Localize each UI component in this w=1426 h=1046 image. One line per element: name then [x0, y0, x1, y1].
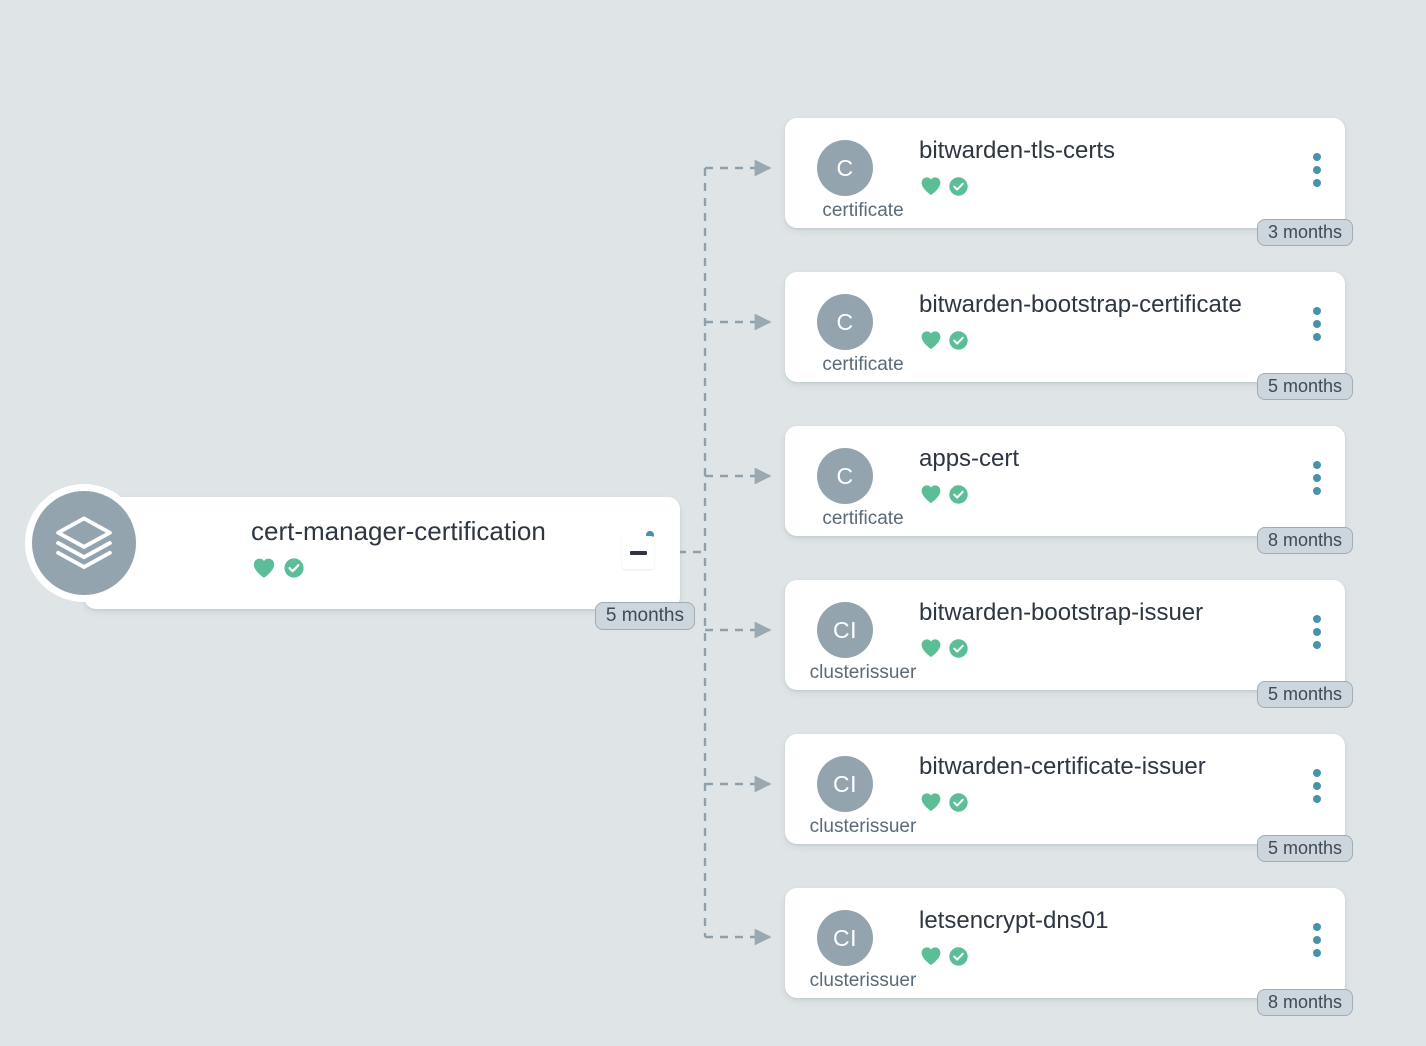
heart-icon	[251, 555, 277, 581]
check-circle-icon	[947, 483, 970, 506]
heart-icon	[919, 174, 943, 198]
node-title: letsencrypt-dns01	[919, 907, 1109, 934]
age-badge: 5 months	[1256, 373, 1353, 400]
kebab-menu-icon[interactable]	[1313, 307, 1321, 341]
status-row	[919, 174, 970, 198]
node-kind-label: certificate	[822, 354, 904, 375]
kebab-menu-icon[interactable]	[1313, 461, 1321, 495]
node-card-letsencrypt-dns01[interactable]: CI clusterissuer letsencrypt-dns01	[785, 888, 1353, 1016]
node-card-apps-cert[interactable]: C certificate apps-cert 8	[785, 426, 1353, 554]
age-badge: 8 months	[1256, 989, 1353, 1016]
node-card-bitwarden-bootstrap-issuer[interactable]: CI clusterissuer bitwarden-bootstrap-iss…	[785, 580, 1353, 708]
root-age-badge: 5 months	[594, 602, 695, 630]
collapse-toggle-button[interactable]	[622, 536, 654, 569]
node-kind-label: certificate	[822, 508, 904, 529]
node-kind-label: clusterissuer	[809, 970, 917, 991]
status-row	[919, 944, 970, 968]
node-kind-label: certificate	[822, 200, 904, 221]
avatar: C	[817, 448, 873, 504]
root-status-row	[251, 555, 306, 581]
heart-icon	[919, 482, 943, 506]
node-kind-label: clusterissuer	[809, 662, 917, 683]
kebab-menu-icon[interactable]	[1313, 615, 1321, 649]
node-kind-label: clusterissuer	[809, 816, 917, 837]
node-card-bitwarden-certificate-issuer[interactable]: CI clusterissuer bitwarden-certificate-i…	[785, 734, 1353, 862]
node-title: bitwarden-certificate-issuer	[919, 753, 1206, 780]
heart-icon	[919, 328, 943, 352]
avatar: CI	[817, 910, 873, 966]
check-circle-icon	[947, 791, 970, 814]
root-node-title: cert-manager-certification	[251, 516, 546, 546]
minus-icon	[629, 550, 647, 555]
check-circle-icon	[947, 175, 970, 198]
status-row	[919, 636, 970, 660]
node-title: bitwarden-tls-certs	[919, 137, 1116, 164]
age-badge: 5 months	[1256, 835, 1353, 862]
node-title: bitwarden-bootstrap-certificate	[919, 291, 1242, 318]
heart-icon	[919, 944, 943, 968]
age-badge: 8 months	[1256, 527, 1353, 554]
avatar: CI	[817, 602, 873, 658]
status-row	[919, 328, 970, 352]
avatar: CI	[817, 756, 873, 812]
node-card-root[interactable]: cert-manager-certification 5 months	[25, 484, 695, 630]
check-circle-icon	[947, 329, 970, 352]
avatar: C	[817, 140, 873, 196]
heart-icon	[919, 636, 943, 660]
age-badge: 5 months	[1256, 681, 1353, 708]
check-circle-icon	[947, 945, 970, 968]
heart-icon	[919, 790, 943, 814]
node-card-bitwarden-tls-certs[interactable]: C certificate bitwarden-tls-certs	[785, 118, 1353, 246]
kebab-menu-icon[interactable]	[1313, 769, 1321, 803]
node-card-bitwarden-bootstrap-certificate[interactable]: C certificate bitwarden-bootstrap-certif…	[785, 272, 1353, 400]
layers-icon	[25, 484, 143, 602]
check-circle-icon	[282, 556, 306, 580]
kebab-menu-icon[interactable]	[1313, 153, 1321, 187]
node-title: apps-cert	[919, 445, 1020, 472]
check-circle-icon	[947, 637, 970, 660]
avatar: C	[817, 294, 873, 350]
age-badge: 3 months	[1256, 219, 1353, 246]
kebab-menu-icon[interactable]	[1313, 923, 1321, 957]
status-row	[919, 790, 970, 814]
status-row	[919, 482, 970, 506]
node-title: bitwarden-bootstrap-issuer	[919, 599, 1204, 626]
